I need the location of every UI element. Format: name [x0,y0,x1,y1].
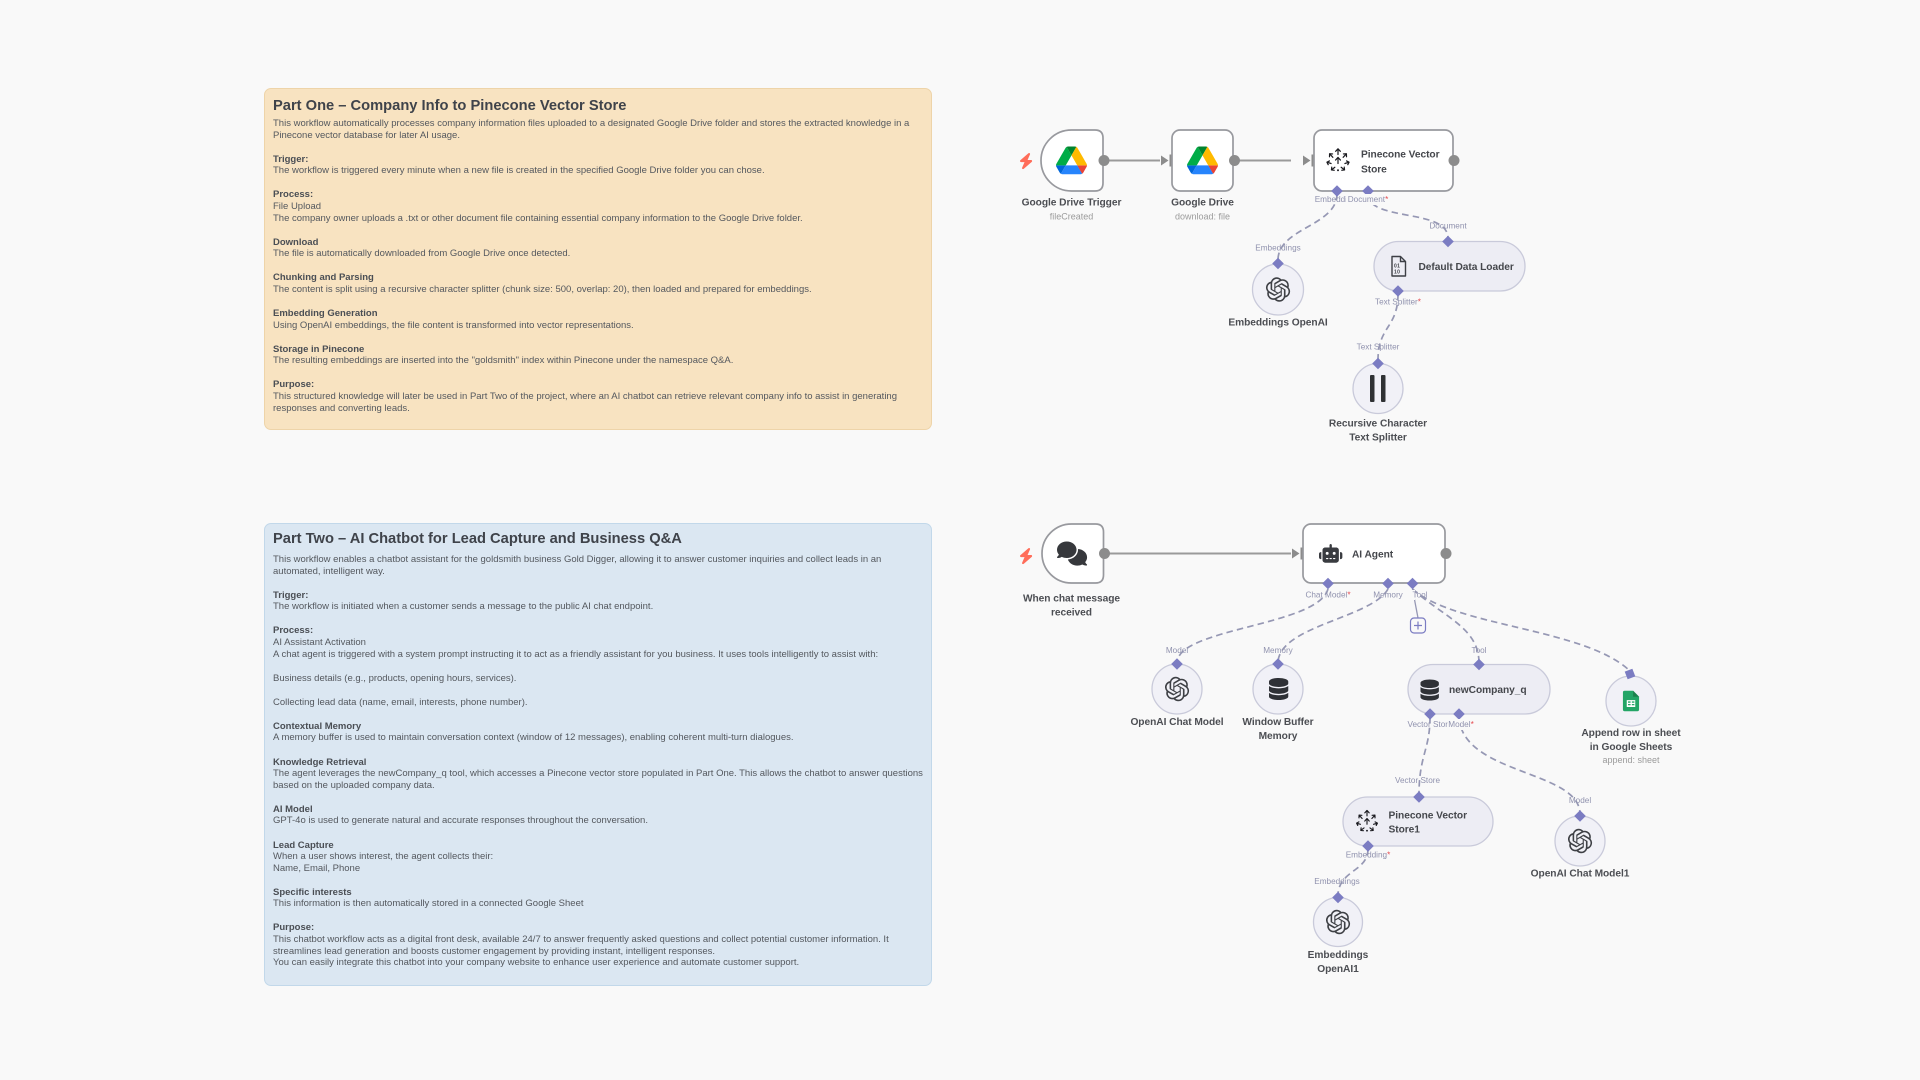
svg-text:Recursive Character: Recursive Character [1329,419,1427,430]
svg-text:Memory: Memory [1373,591,1403,600]
svg-text:Tool: Tool [1471,646,1486,655]
svg-text:Text Splitter*: Text Splitter* [1375,298,1422,307]
svg-text:Embeddings: Embeddings [1255,244,1301,253]
svg-text:received: received [1051,608,1092,619]
svg-text:01: 01 [1394,264,1400,270]
svg-text:Embeddings: Embeddings [1308,950,1369,961]
svg-text:Pinecone Vector: Pinecone Vector [1361,150,1440,161]
svg-text:Text Splitter: Text Splitter [1357,343,1400,352]
svg-text:Window Buffer: Window Buffer [1242,717,1313,728]
svg-text:Embedding*: Embedding* [1315,195,1360,204]
svg-text:Pinecone Vector: Pinecone Vector [1389,811,1468,822]
svg-text:Embeddings: Embeddings [1314,877,1360,886]
svg-text:Model: Model [1166,646,1188,655]
svg-text:OpenAI Chat Model1: OpenAI Chat Model1 [1531,869,1630,880]
svg-text:OpenAI1: OpenAI1 [1317,964,1359,975]
svg-text:Vector Store: Vector Store [1407,720,1453,729]
svg-text:Memory: Memory [1263,646,1293,655]
svg-text:Google Drive Trigger: Google Drive Trigger [1022,198,1122,209]
svg-text:Embedding*: Embedding* [1346,851,1391,860]
svg-text:10: 10 [1394,270,1400,276]
svg-text:Model: Model [1569,796,1591,805]
svg-text:Text Splitter: Text Splitter [1349,433,1407,444]
svg-text:in Google Sheets: in Google Sheets [1590,742,1673,753]
svg-text:fileCreated: fileCreated [1050,212,1094,222]
svg-text:append: sheet: append: sheet [1602,755,1660,765]
svg-text:Tool: Tool [1412,591,1427,600]
svg-text:newCompany_q: newCompany_q [1449,685,1527,696]
svg-text:When chat message: When chat message [1023,594,1120,605]
svg-text:Default Data Loader: Default Data Loader [1419,262,1514,273]
svg-text:AI Agent: AI Agent [1352,550,1394,561]
svg-text:download: file: download: file [1175,212,1230,222]
svg-text:OpenAI Chat Model: OpenAI Chat Model [1130,717,1223,728]
svg-text:Document*: Document* [1348,195,1389,204]
svg-text:Chat Model*: Chat Model* [1305,591,1351,600]
svg-text:Store1: Store1 [1389,825,1421,836]
svg-text:Vector Store: Vector Store [1395,776,1441,785]
svg-text:Memory: Memory [1259,731,1298,742]
svg-text:Document: Document [1429,222,1467,231]
svg-text:Embeddings OpenAI: Embeddings OpenAI [1228,318,1328,329]
svg-text:Append row in sheet: Append row in sheet [1581,728,1681,739]
svg-text:Google Drive: Google Drive [1171,198,1234,209]
svg-text:Model*: Model* [1448,720,1474,729]
svg-text:Store: Store [1361,165,1387,176]
